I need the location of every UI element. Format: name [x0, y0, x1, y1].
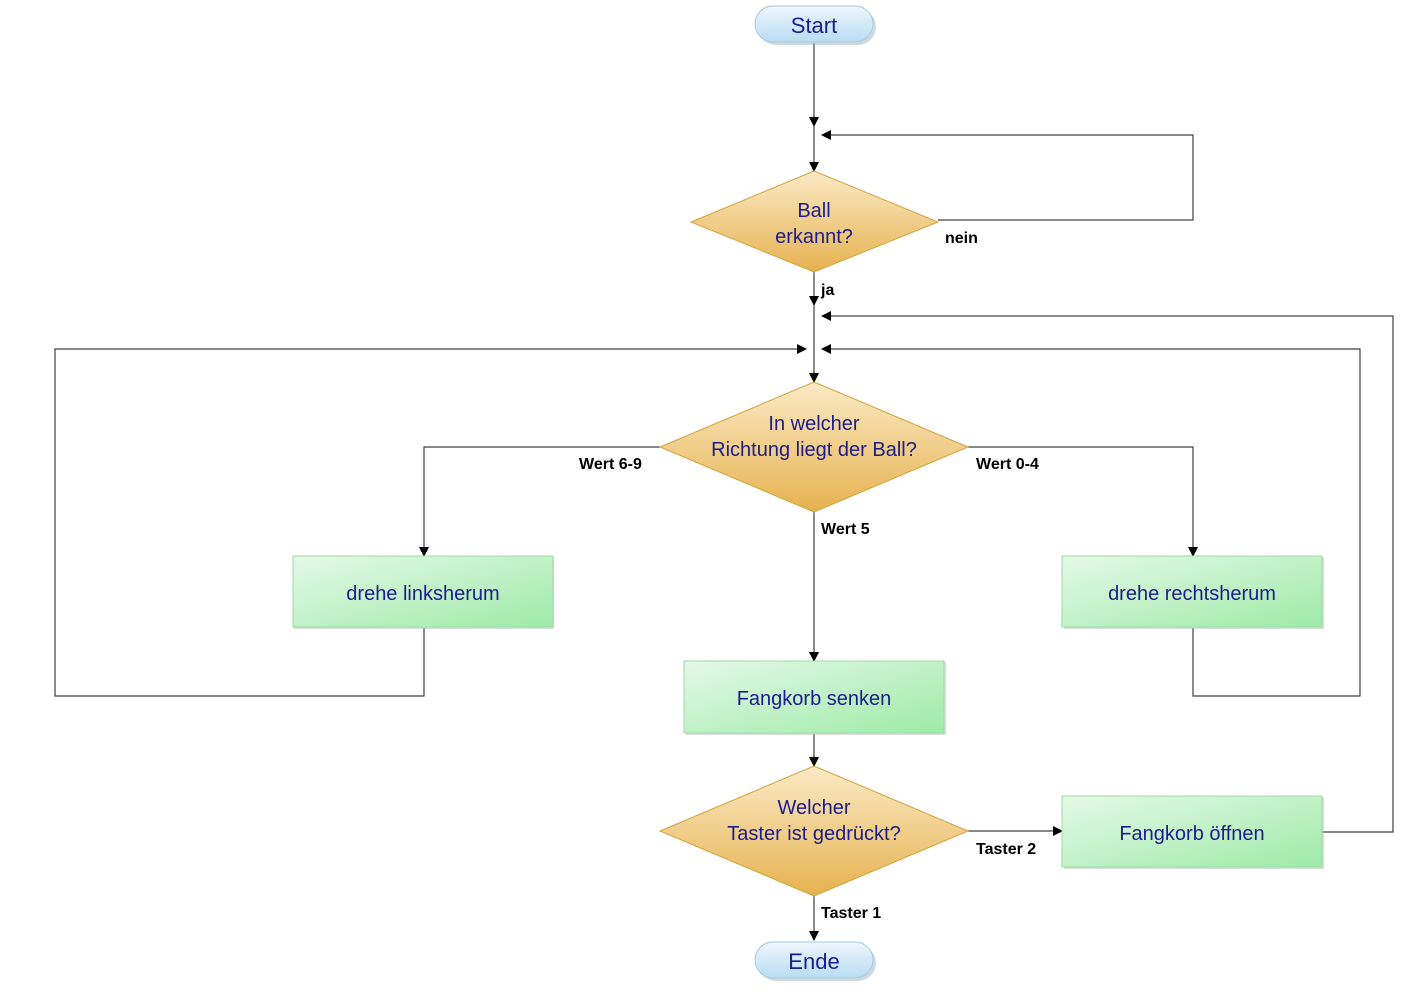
turn-left-label: drehe linksherum: [346, 583, 499, 605]
end-terminal: Ende: [754, 941, 876, 981]
ball-detected-decision: Ball erkannt?: [689, 170, 940, 273]
label-nein: nein: [945, 230, 978, 247]
ball-question-line-2: erkannt?: [775, 226, 853, 248]
turn-left-process: drehe linksherum: [292, 555, 554, 629]
label-taster-2: Taster 2: [976, 841, 1036, 858]
edge-turn-left-return: [54, 344, 807, 697]
edge-wert-6-9: [419, 446, 660, 557]
start-terminal: Start: [754, 5, 876, 45]
connectors: [54, 43, 1394, 941]
direction-decision: In welcher Richtung liegt der Ball?: [658, 381, 970, 513]
edge-open-basket-return: [821, 311, 1394, 833]
start-label: Start: [791, 13, 837, 38]
label-ja: ja: [820, 282, 834, 299]
lower-basket-process: Fangkorb senken: [683, 660, 946, 735]
label-taster-1: Taster 1: [821, 905, 881, 922]
open-basket-label: Fangkorb öffnen: [1119, 823, 1264, 845]
turn-right-process: drehe rechtsherum: [1061, 555, 1324, 629]
button-decision: Welcher Taster ist gedrückt?: [658, 765, 970, 897]
label-wert-0-4: Wert 0-4: [976, 456, 1039, 473]
direction-question-line-2: Richtung liegt der Ball?: [711, 439, 917, 461]
turn-right-label: drehe rechtsherum: [1108, 583, 1276, 605]
direction-question-line-1: In welcher: [768, 413, 859, 435]
edge-labels: nein ja Wert 6-9 Wert 0-4 Wert 5 Taster …: [579, 230, 1039, 922]
lower-basket-label: Fangkorb senken: [737, 688, 892, 710]
label-wert-5: Wert 5: [821, 521, 870, 538]
ball-question-line-1: Ball: [797, 200, 830, 222]
edge-wert-0-4: [968, 446, 1198, 557]
open-basket-process: Fangkorb öffnen: [1061, 795, 1324, 869]
label-wert-6-9: Wert 6-9: [579, 456, 642, 473]
button-question-line-1: Welcher: [778, 797, 851, 819]
edge-turn-right-return: [821, 344, 1361, 697]
edge-nein-loop: [821, 130, 1194, 221]
end-label: Ende: [788, 949, 839, 974]
button-question-line-2: Taster ist gedrückt?: [727, 823, 900, 845]
